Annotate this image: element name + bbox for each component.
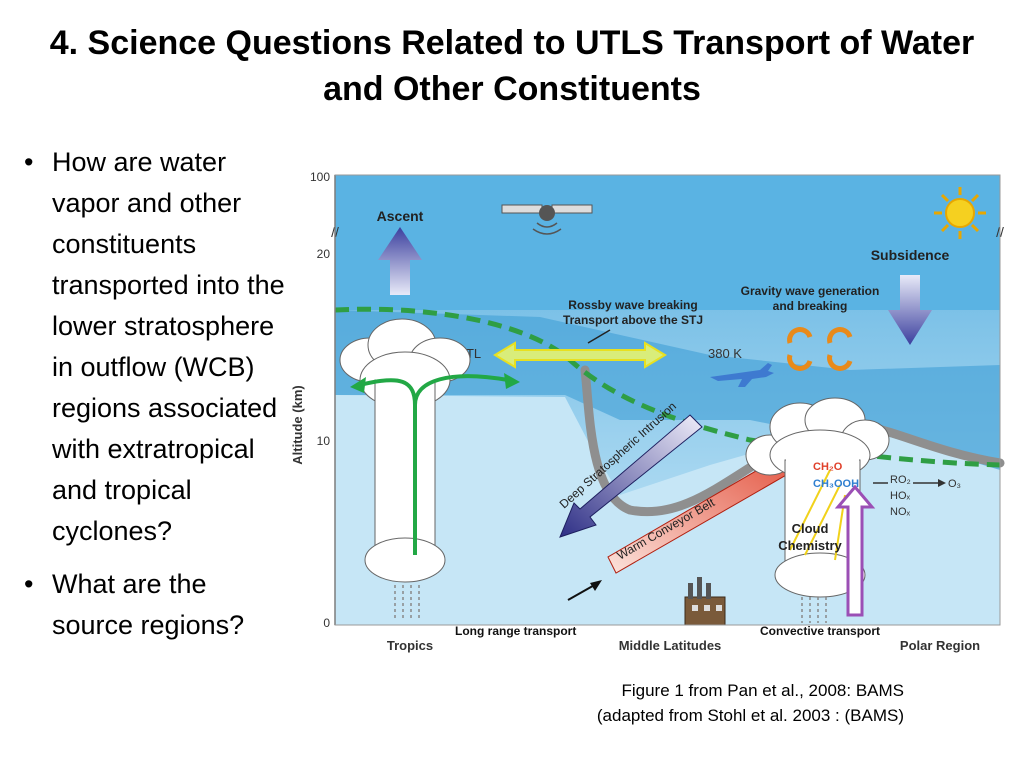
- gravity-label-1: Gravity wave generation: [741, 284, 880, 298]
- ascent-label: Ascent: [377, 208, 424, 224]
- cloud-chem-label-2: Chemistry: [778, 538, 842, 553]
- x-label-tropics: Tropics: [387, 638, 433, 653]
- x-label-midlat: Middle Latitudes: [619, 638, 722, 653]
- bullet-dot: •: [24, 569, 34, 599]
- k380-label: 380 K: [708, 346, 742, 361]
- outflow-arrowhead-left: [350, 377, 366, 393]
- rossby-pointer: [587, 329, 611, 344]
- upper-atmosphere: [335, 175, 1000, 310]
- bullet-list: • How are water vapor and other constitue…: [20, 142, 288, 658]
- figure-caption: Figure 1 from Pan et al., 2008: BAMS (ad…: [520, 678, 904, 728]
- hox-label: HOₓ: [890, 490, 911, 502]
- convective-label: Convective transport: [760, 624, 880, 638]
- outflow-arrowhead-right: [504, 373, 520, 389]
- airplane-icon: [710, 363, 774, 387]
- ch3ooh-label: CH₃OOH: [813, 478, 859, 490]
- bullet-dot: •: [24, 147, 34, 177]
- slide-title: 4. Science Questions Related to UTLS Tra…: [0, 20, 1024, 112]
- diagram-frame: [334, 174, 1001, 626]
- title-line-2: and Other Constituents: [323, 70, 701, 108]
- satellite-icon: [501, 204, 593, 235]
- bullet-item: • What are the source regions?: [20, 564, 288, 646]
- rossby-label-2: Transport above the STJ: [563, 313, 703, 327]
- y-tick-label: 100: [310, 170, 330, 184]
- tropical-cloud: [339, 318, 471, 583]
- ttl-double-arrow: [493, 341, 667, 369]
- caption-line-2: (adapted from Stohl et al. 2003 : (BAMS): [596, 706, 904, 725]
- ascent-arrow: [378, 227, 422, 295]
- cloud-chem-label-1: Cloud: [792, 521, 829, 536]
- nox-label: NOₓ: [890, 506, 911, 518]
- sun-icon: [934, 187, 986, 239]
- o3-label: O₃: [948, 478, 961, 490]
- factory-icon: [684, 577, 726, 626]
- chem-arrowhead-2: [938, 479, 946, 487]
- outflow-arrows: [359, 374, 509, 555]
- y-axis-label: Altitude (km): [290, 385, 305, 464]
- y-tick-label: 20: [317, 247, 331, 261]
- x-label-polar: Polar Region: [900, 638, 980, 653]
- y-tick-label: 0: [323, 616, 330, 630]
- subsidence-label: Subsidence: [871, 247, 950, 263]
- convective-arrow: [834, 484, 876, 617]
- caption-line-1: Figure 1 from Pan et al., 2008: BAMS: [621, 681, 904, 700]
- gravity-label-2: and breaking: [773, 299, 848, 313]
- intrusion-arrow: [559, 414, 703, 538]
- ch2o-label: CH₂O: [813, 461, 843, 473]
- long-range-arrowhead: [590, 580, 602, 591]
- gravity-wave-icon: [787, 327, 853, 371]
- dynamical-tropopause: [334, 306, 1001, 468]
- bullet-text: What are the source regions?: [52, 569, 245, 640]
- rossby-label-1: Rossby wave breaking: [568, 298, 697, 312]
- title-line-1: 4. Science Questions Related to UTLS Tra…: [49, 24, 975, 62]
- bullet-item: • How are water vapor and other constitue…: [20, 142, 288, 552]
- ro2-label: RO₂: [890, 474, 911, 486]
- bullet-text: How are water vapor and other constituen…: [52, 147, 285, 546]
- subsidence-arrow: [888, 275, 932, 345]
- utls-transport-figure: Altitude (km) 100 20 10 0 // // Tropics …: [290, 170, 1005, 653]
- long-range-label: Long range transport: [455, 624, 576, 638]
- rain-lines: [801, 597, 827, 623]
- y-tick-label: 10: [317, 434, 331, 448]
